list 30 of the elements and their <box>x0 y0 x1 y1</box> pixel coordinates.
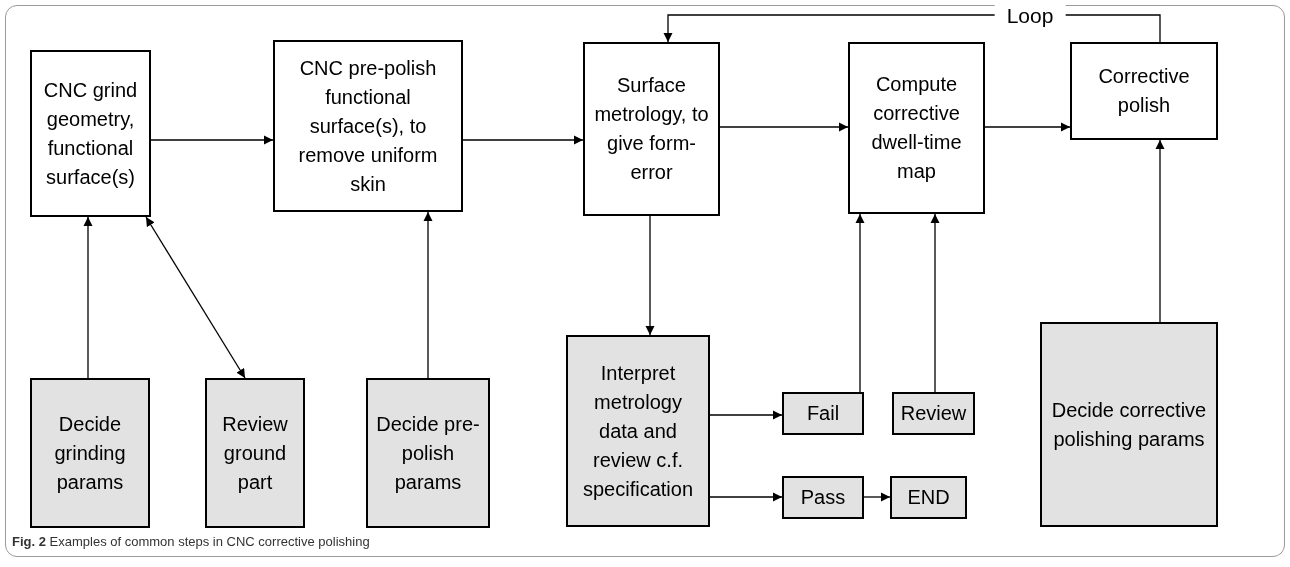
arrow <box>645 215 655 336</box>
arrow <box>83 216 93 379</box>
arrow <box>709 492 783 502</box>
arrow <box>423 211 433 379</box>
arrow <box>1155 139 1165 323</box>
edge-label: Loop <box>994 4 1066 26</box>
arrow <box>709 410 783 420</box>
process-box: Surface metrology, to give form-error <box>583 42 720 216</box>
input-box: Review ground part <box>205 378 305 528</box>
input-box: Interpret metrology data and review c.f. specification <box>566 335 710 527</box>
arrow <box>719 122 849 132</box>
input-box: Review <box>892 392 975 435</box>
arrow <box>855 213 865 393</box>
result-box: Fail <box>782 392 864 435</box>
process-box: CNC grind geometry, functional surface(s) <box>30 50 151 217</box>
arrow <box>150 135 274 145</box>
result-box: Pass <box>782 476 864 519</box>
arrow <box>984 122 1071 132</box>
input-box: Decide grinding params <box>30 378 150 528</box>
process-box: Corrective polish <box>1070 42 1218 140</box>
process-box: CNC pre-polish functional surface(s), to remove uniform skin <box>273 40 463 212</box>
input-box: Decide pre-polish params <box>366 378 490 528</box>
caption: Fig. 2 Examples of common steps in CNC corrective polishing <box>12 533 370 551</box>
arrow <box>863 492 891 502</box>
arrow <box>462 135 584 145</box>
end-box: END <box>890 476 967 519</box>
process-box: Compute corrective dwell-time map <box>848 42 985 214</box>
arrow <box>145 216 246 379</box>
arrow <box>930 213 940 393</box>
input-box: Decide corrective polishing params <box>1040 322 1218 527</box>
